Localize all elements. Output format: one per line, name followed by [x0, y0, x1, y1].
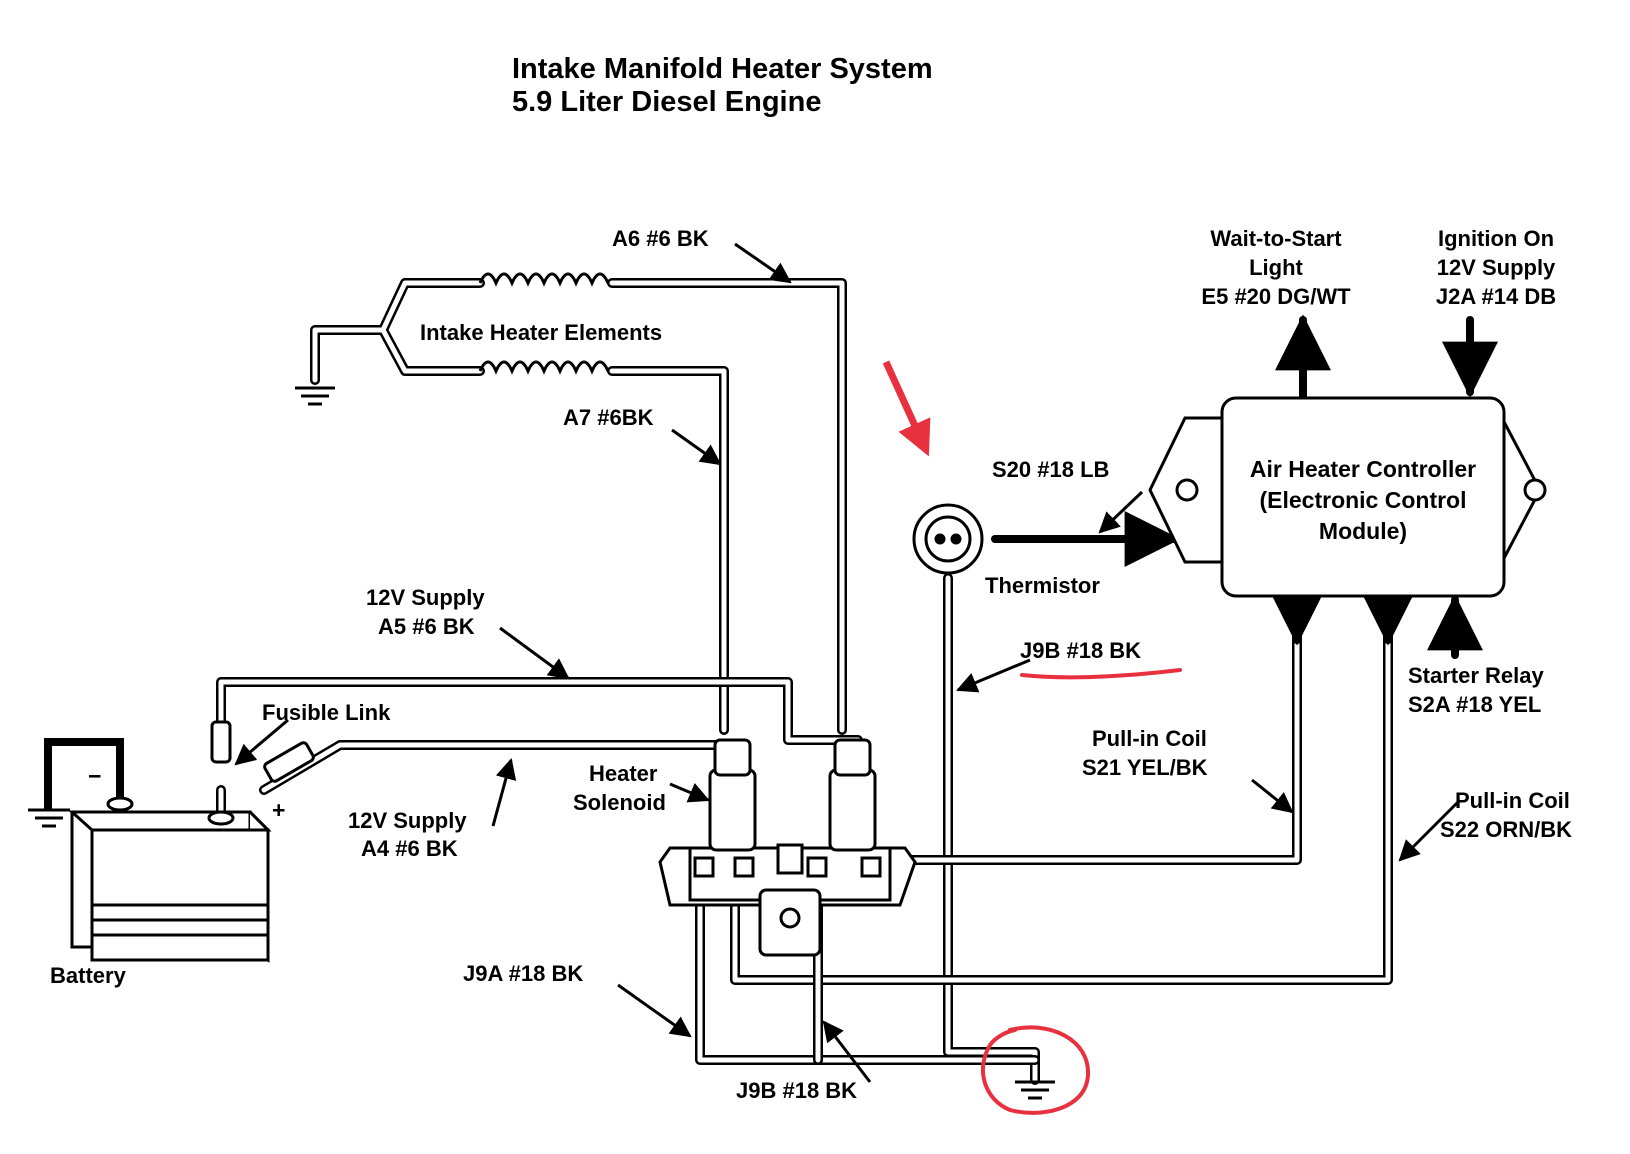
- diagram-title: Intake Manifold Heater System 5.9 Liter …: [512, 53, 933, 118]
- label-fusible-link: Fusible Link: [262, 700, 391, 725]
- battery-minus-label: −: [88, 763, 101, 789]
- wire-a6: [607, 278, 847, 735]
- leader-j9b-mid: [956, 658, 1031, 693]
- ground-symbol-icon: [1015, 1080, 1055, 1100]
- wire-a5: [216, 677, 863, 745]
- label-j9b-bottom: J9B #18 BK: [736, 1078, 857, 1103]
- heater-solenoid: [658, 738, 917, 957]
- wire-s22: [730, 593, 1393, 985]
- label-pullin-s21-line-2: S21 YEL/BK: [1082, 755, 1208, 780]
- leader-j9a: [617, 983, 692, 1038]
- label-s20: S20 #18 LB: [992, 457, 1109, 482]
- wire-j9b-thermistor: [943, 573, 1040, 1085]
- leader-s20: [1098, 490, 1144, 534]
- label-j9b-mid: J9B #18 BK: [1020, 638, 1141, 663]
- label-intake-heater-elements: Intake Heater Elements: [420, 320, 662, 345]
- ground-symbol-icon: [28, 808, 70, 828]
- wire-heater-ground: [310, 278, 485, 385]
- label-thermistor: Thermistor: [985, 573, 1100, 598]
- controller-label: Air Heater Controller (Electronic Contro…: [1250, 456, 1476, 544]
- label-ignition-line-1: Ignition On: [1438, 226, 1554, 251]
- label-pullin-s22-line-1: Pull-in Coil: [1455, 788, 1570, 813]
- leader-fusible-link: [234, 718, 289, 766]
- controller-label-line-1: Air Heater Controller: [1250, 456, 1476, 482]
- leader-a5: [499, 626, 570, 680]
- leader-a4: [491, 757, 517, 827]
- wire-a7: [607, 366, 729, 735]
- label-a5-line-2: A5 #6 BK: [378, 614, 475, 639]
- title-line-1: Intake Manifold Heater System: [512, 53, 933, 85]
- heater-coil-icon: [478, 272, 610, 375]
- label-pullin-s21-line-1: Pull-in Coil: [1092, 726, 1207, 751]
- red-circle-icon: [980, 1025, 1091, 1115]
- thermistor-icon: [912, 503, 984, 575]
- label-starter-relay-line-2: S2A #18 YEL: [1408, 692, 1541, 717]
- controller-label-line-2: (Electronic Control: [1259, 487, 1466, 513]
- leader-j9b-bottom: [822, 1020, 872, 1083]
- wire-s21: [871, 593, 1302, 865]
- leader-s21: [1251, 778, 1294, 814]
- label-pullin-s22-line-2: S22 ORN/BK: [1440, 817, 1572, 842]
- label-wait-light-line-3: E5 #20 DG/WT: [1201, 284, 1351, 309]
- red-arrow-icon: [882, 360, 931, 457]
- label-ignition-line-3: J2A #14 DB: [1436, 284, 1556, 309]
- label-wait-light-line-1: Wait-to-Start: [1210, 226, 1342, 251]
- ground-symbol-icon: [295, 386, 335, 406]
- label-j9a: J9A #18 BK: [463, 961, 583, 986]
- label-starter-relay-line-1: Starter Relay: [1408, 663, 1545, 688]
- label-wait-light-line-2: Light: [1249, 255, 1303, 280]
- battery: [44, 738, 272, 963]
- leader-heater-solenoid: [669, 782, 710, 803]
- label-a7: A7 #6BK: [563, 405, 654, 430]
- wire-j9a: [695, 857, 1040, 1065]
- label-heater-solenoid-line-2: Solenoid: [573, 790, 666, 815]
- leader-a6: [734, 242, 792, 284]
- label-battery: Battery: [50, 963, 127, 988]
- air-heater-controller: [1148, 396, 1547, 598]
- label-a5-line-1: 12V Supply: [366, 585, 485, 610]
- leader-arrows: [234, 242, 1462, 1083]
- label-ignition-line-2: 12V Supply: [1437, 255, 1556, 280]
- title-line-2: 5.9 Liter Diesel Engine: [512, 86, 821, 118]
- label-a4-line-2: A4 #6 BK: [361, 836, 458, 861]
- battery-plus-label: +: [272, 797, 285, 823]
- leader-s22: [1398, 798, 1462, 862]
- leader-a7: [671, 428, 722, 466]
- label-heater-solenoid-line-1: Heater: [589, 761, 658, 786]
- label-a4-line-1: 12V Supply: [348, 808, 467, 833]
- controller-label-line-3: Module): [1319, 518, 1407, 544]
- red-underline: [1020, 668, 1182, 680]
- label-a6: A6 #6 BK: [612, 226, 709, 251]
- fusible-link-icon: [210, 720, 315, 783]
